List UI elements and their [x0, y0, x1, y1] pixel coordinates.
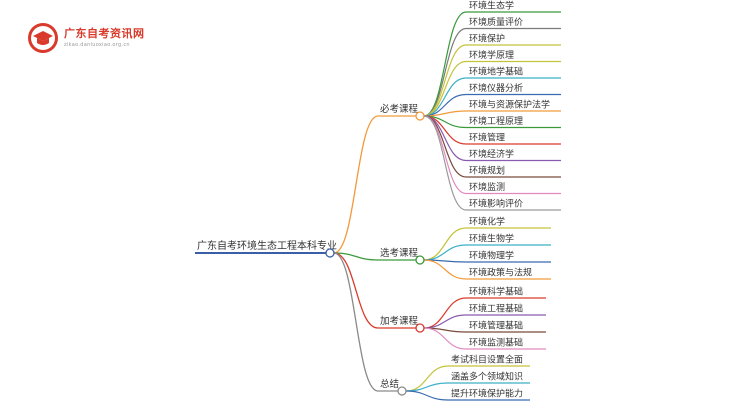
branch-node-circle[interactable] [415, 323, 425, 333]
branch-connector [333, 252, 379, 261]
leaf-connector [423, 227, 467, 261]
root-node-circle[interactable] [325, 248, 335, 258]
leaf-topic[interactable]: 环境学原理 [469, 49, 514, 61]
leaf-topic[interactable]: 环境科学基础 [469, 286, 523, 298]
logo-title: 广东自考资讯网 [64, 27, 145, 40]
branch-topic[interactable]: 必考课程 [380, 103, 419, 115]
leaf-topic[interactable]: 环境与资源保护法学 [469, 99, 550, 111]
leaf-topic[interactable]: 考试科目设置全面 [451, 354, 523, 366]
leaf-connector [423, 60, 467, 117]
logo-subtitle: zikao.danluoxiao.org.cn [64, 42, 130, 48]
leaf-topic[interactable]: 环境化学 [469, 216, 505, 228]
leaf-connector [405, 390, 449, 401]
leaf-topic[interactable]: 环境工程基础 [469, 303, 523, 315]
leaf-topic[interactable]: 环境经济学 [469, 148, 514, 160]
branch-node-circle[interactable] [415, 111, 425, 121]
leaf-connector [423, 27, 467, 117]
branch-topic[interactable]: 总结 [380, 378, 399, 390]
branch-node-circle[interactable] [415, 255, 425, 265]
leaf-topic[interactable]: 环境工程原理 [469, 115, 523, 127]
site-logo[interactable]: 广东自考资讯网 zikao.danluoxiao.org.cn [27, 22, 167, 56]
leaf-connector [423, 314, 467, 329]
leaf-topic[interactable]: 环境监测基础 [469, 337, 523, 349]
leaf-topic[interactable]: 环境管理基础 [469, 320, 523, 332]
branch-topic[interactable]: 选考课程 [380, 247, 419, 259]
leaf-connector [423, 115, 467, 211]
root-topic[interactable]: 广东自考环境生态工程本科专业 [197, 239, 337, 252]
leaf-topic[interactable]: 环境生物学 [469, 233, 514, 245]
leaf-topic[interactable]: 环境保护 [469, 33, 505, 45]
leaf-connector [423, 115, 467, 178]
branch-connector [333, 115, 379, 254]
leaf-topic[interactable]: 环境生态学 [469, 0, 514, 12]
leaf-topic[interactable]: 环境地学基础 [469, 66, 523, 78]
branch-topic[interactable]: 加考课程 [380, 316, 419, 327]
leaf-topic[interactable]: 提升环境保护能力 [451, 388, 523, 400]
branch-connector [333, 252, 379, 392]
leaf-topic[interactable]: 环境政策与法规 [469, 267, 532, 279]
leaf-topic[interactable]: 环境规划 [469, 165, 505, 177]
leaf-topic[interactable]: 环境管理 [469, 132, 505, 144]
leaf-topic[interactable]: 环境影响评价 [469, 198, 523, 210]
leaf-topic[interactable]: 环境质量评价 [469, 16, 523, 28]
leaf-connector [423, 77, 467, 117]
branch-node-circle[interactable] [397, 386, 407, 396]
leaf-connector [423, 244, 467, 261]
leaf-topic[interactable]: 环境仪器分析 [469, 82, 523, 94]
leaf-connector [423, 259, 467, 280]
leaf-topic[interactable]: 涵盖多个领域知识 [451, 371, 523, 383]
leaf-connector [423, 327, 467, 350]
branch-connector [333, 252, 379, 329]
graduation-cap-icon [28, 23, 58, 53]
leaf-connector [423, 297, 467, 329]
leaf-connector [423, 11, 467, 117]
leaf-topic[interactable]: 环境监测 [469, 181, 505, 193]
leaf-topic[interactable]: 环境物理学 [469, 250, 514, 262]
